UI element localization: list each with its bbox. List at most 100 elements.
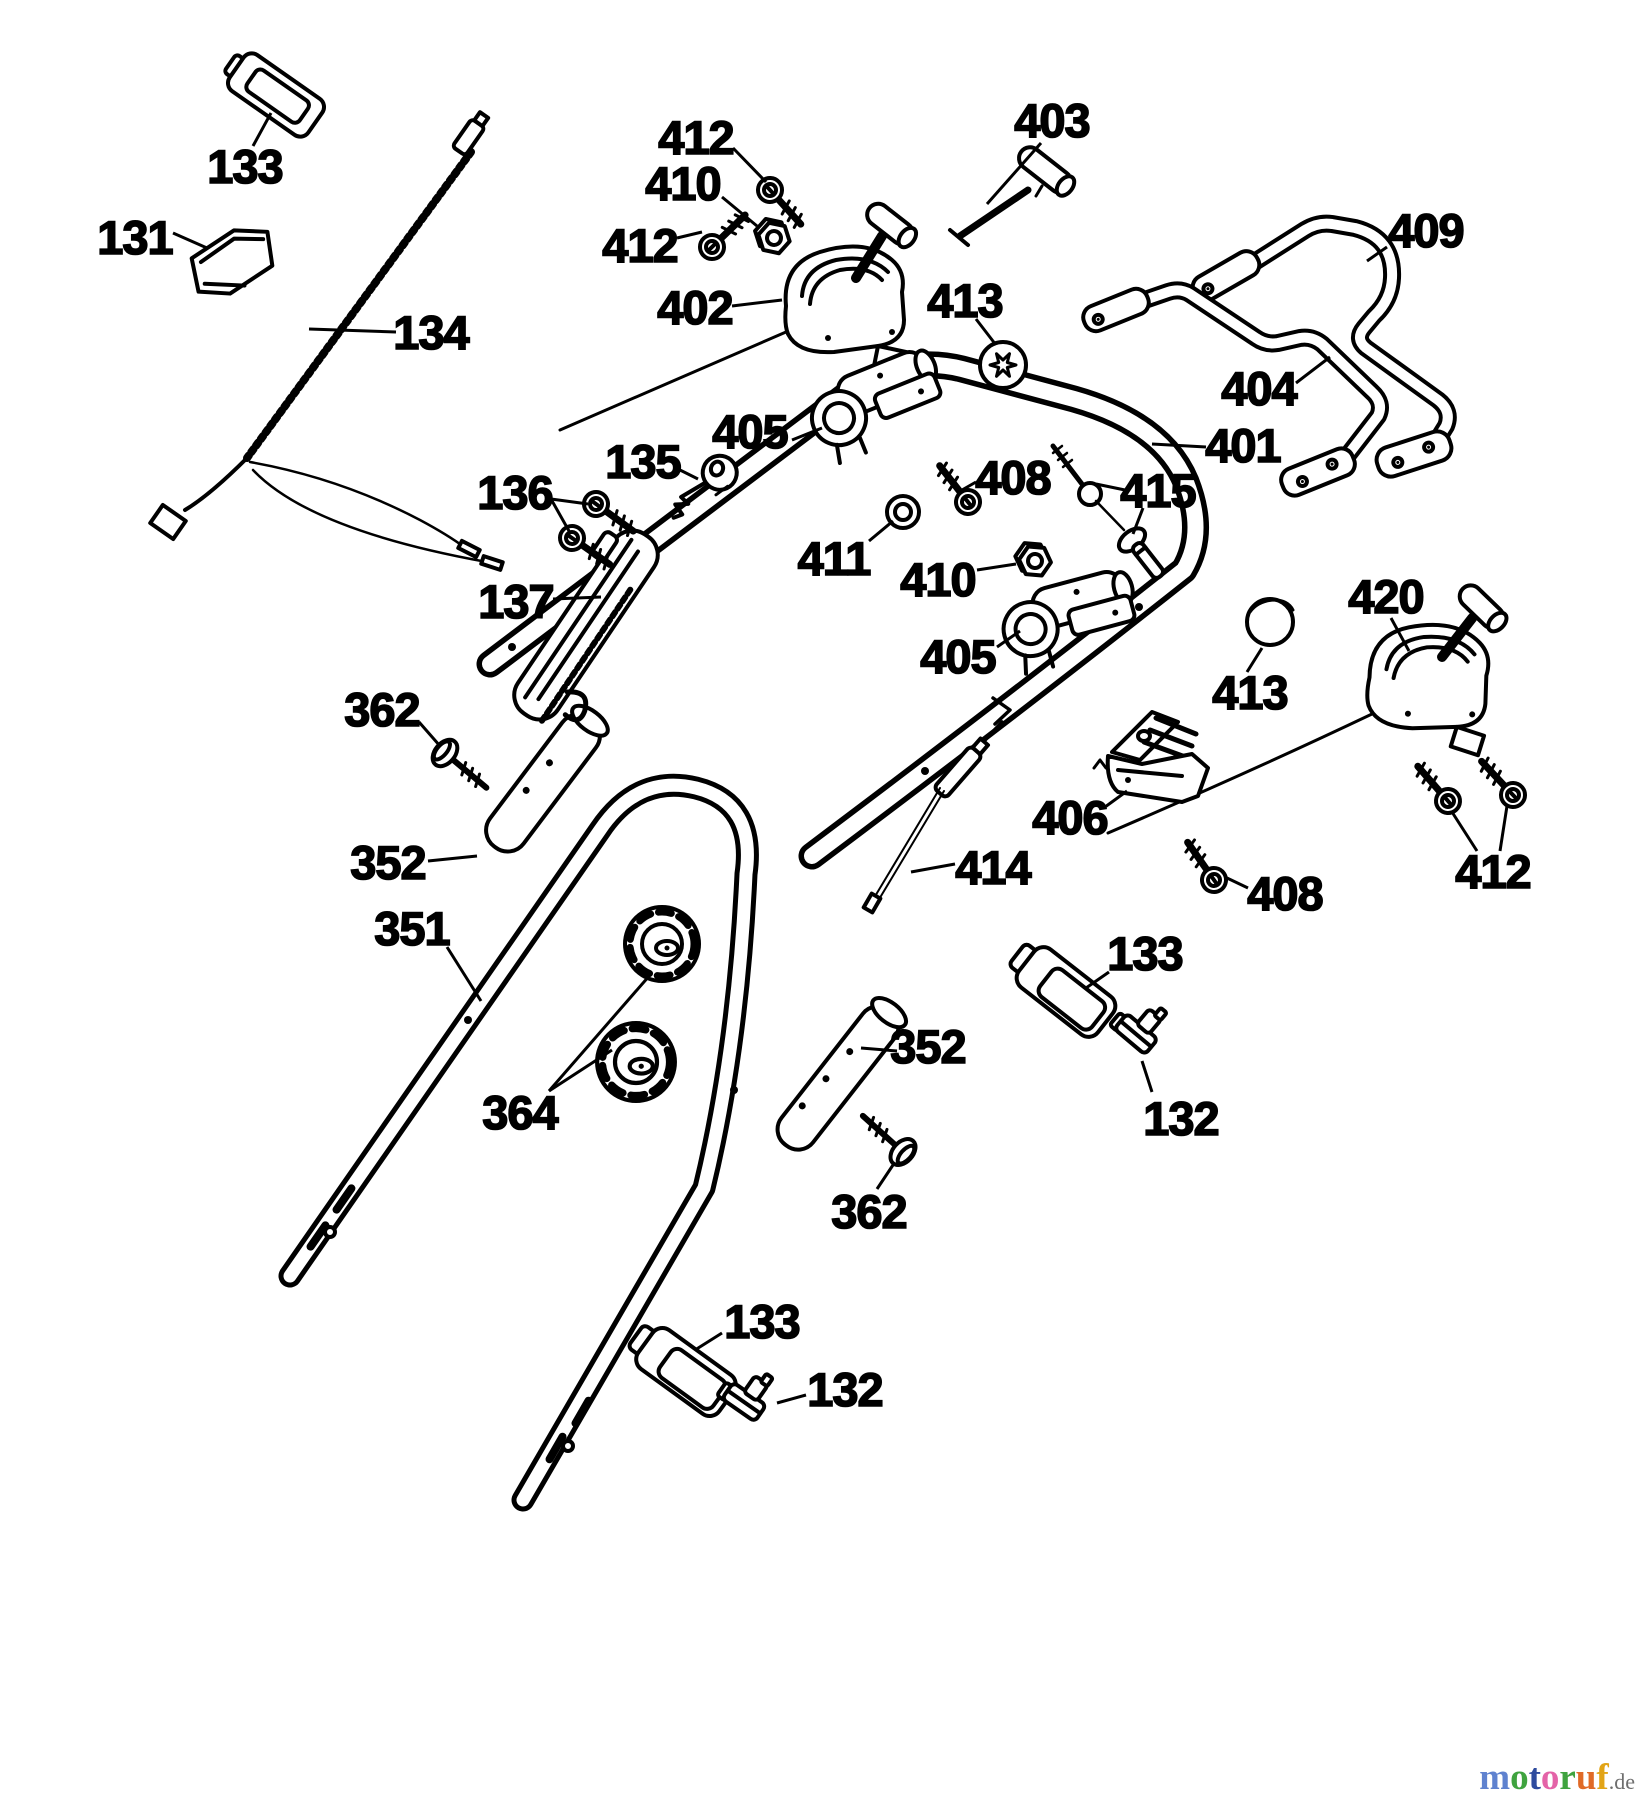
part-135-key-drawing xyxy=(671,453,739,520)
leader-line xyxy=(549,498,571,532)
leader-line xyxy=(694,1331,723,1352)
leader-line xyxy=(552,595,602,601)
part-number-label: 405 xyxy=(712,405,787,458)
leader-line xyxy=(676,230,703,240)
leader-line xyxy=(1450,811,1479,852)
part-number-label: 132 xyxy=(1143,1092,1218,1145)
part-number-label: 137 xyxy=(478,575,553,628)
leader-line xyxy=(675,466,699,481)
leader-line xyxy=(417,721,442,747)
part-132-connector-right-drawing xyxy=(1107,987,1177,1057)
leader-line xyxy=(1140,1060,1154,1093)
watermark-letter: m xyxy=(1479,1757,1511,1798)
leader-line xyxy=(996,629,1021,649)
part-number-label: 352 xyxy=(890,1020,965,1073)
part-131-clip-drawing xyxy=(189,228,275,296)
watermark-letter: t xyxy=(1528,1757,1541,1798)
part-number-label: 414 xyxy=(955,841,1031,894)
part-number-label: 409 xyxy=(1388,204,1463,257)
part-402-throttle-control-drawing xyxy=(785,199,919,372)
watermark-letter: u xyxy=(1575,1757,1597,1798)
part-133-cover-bottom-drawing xyxy=(622,1316,741,1421)
part-number-label: 364 xyxy=(482,1086,558,1139)
part-number-label: 133 xyxy=(724,1295,799,1348)
leader-line xyxy=(427,854,478,863)
part-number-label: 412 xyxy=(1455,845,1530,898)
part-number-label: 406 xyxy=(1032,791,1107,844)
part-number-label: 410 xyxy=(900,553,975,606)
leader-line xyxy=(445,946,483,1002)
leader-line xyxy=(731,298,783,308)
part-405-clamp-1-drawing xyxy=(798,341,958,470)
leader-line xyxy=(976,562,1017,572)
leader-line xyxy=(961,480,977,492)
part-number-label: 411 xyxy=(798,532,871,585)
watermark-letter: f xyxy=(1596,1757,1609,1798)
part-133-cover-top-drawing xyxy=(223,51,327,139)
part-410-nut-2-drawing xyxy=(1011,540,1055,579)
leader-line xyxy=(1366,245,1388,263)
leader-line xyxy=(1226,876,1249,890)
part-403-pin-drawing xyxy=(948,145,1077,247)
part-number-label: 133 xyxy=(207,140,282,193)
part-number-label: 362 xyxy=(344,683,419,736)
part-number-label: 412 xyxy=(602,219,677,272)
leader-line xyxy=(875,1164,895,1190)
part-number-label: 413 xyxy=(927,274,1002,327)
part-351-lower-handlebar-drawing xyxy=(278,773,759,1512)
part-number-label: 135 xyxy=(605,435,680,488)
leader-line xyxy=(1131,507,1145,535)
part-410-nut-1-drawing xyxy=(749,215,796,257)
leader-line xyxy=(308,327,397,334)
part-352-grip-right-drawing xyxy=(775,995,909,1152)
part-number-label: 362 xyxy=(831,1185,906,1238)
part-415-pin-bolt-drawing xyxy=(1050,443,1166,580)
watermark-suffix: .de xyxy=(1608,1769,1635,1794)
part-number-label: 134 xyxy=(393,306,469,359)
part-number-label: 133 xyxy=(1107,927,1182,980)
part-364-knob-lower-drawing xyxy=(597,1023,675,1101)
part-413-cap-drawing xyxy=(1245,597,1295,647)
leader-line xyxy=(860,1046,898,1053)
leader-line xyxy=(721,195,758,228)
part-number-label: 351 xyxy=(374,902,449,955)
leader-line xyxy=(1295,355,1331,385)
part-134-cable-drawing xyxy=(148,110,505,572)
part-labels-layer: 1331311344124104124024034134094044014154… xyxy=(96,93,1532,1417)
leader-line xyxy=(731,146,768,184)
part-413-star-washer-drawing xyxy=(978,340,1028,390)
leader-line xyxy=(791,426,823,442)
leader-line xyxy=(172,231,208,250)
part-414-cable-drawing xyxy=(861,696,1012,915)
part-402-cable-drawing xyxy=(558,330,788,432)
watermark-letter: r xyxy=(1559,1757,1576,1798)
leader-line xyxy=(1498,805,1509,852)
watermark-letter: o xyxy=(1510,1757,1529,1798)
watermark-letter: o xyxy=(1540,1757,1560,1798)
part-number-label: 402 xyxy=(657,281,732,334)
watermark-letters: motoruf xyxy=(1479,1757,1609,1798)
part-137-switch-housing-drawing xyxy=(512,528,660,724)
leader-line xyxy=(251,112,273,147)
part-number-label: 410 xyxy=(645,157,720,210)
part-420-cable-drawing xyxy=(1106,712,1374,835)
leader-line xyxy=(985,142,1043,205)
part-number-label: 415 xyxy=(1120,464,1195,517)
part-411-nut-drawing xyxy=(885,494,921,530)
leader-lines-layer xyxy=(172,112,1509,1405)
part-number-label: 408 xyxy=(975,451,1050,504)
leader-line xyxy=(910,862,956,874)
part-404-bracket-bar-drawing xyxy=(1081,281,1389,498)
part-number-label: 404 xyxy=(1221,362,1297,415)
part-412-screw-4-drawing xyxy=(1473,753,1530,812)
part-408-screw-2-drawing xyxy=(1178,835,1231,896)
leader-line xyxy=(1104,789,1128,809)
leader-line xyxy=(1151,442,1207,449)
part-406-switch-block-drawing xyxy=(1092,710,1210,804)
part-364-knob-upper-drawing xyxy=(625,907,699,981)
leader-line xyxy=(1095,482,1126,492)
leader-line xyxy=(548,1048,613,1093)
part-132-connector-bottom-drawing xyxy=(714,1355,784,1424)
part-362-screw-2-drawing xyxy=(853,1105,921,1170)
